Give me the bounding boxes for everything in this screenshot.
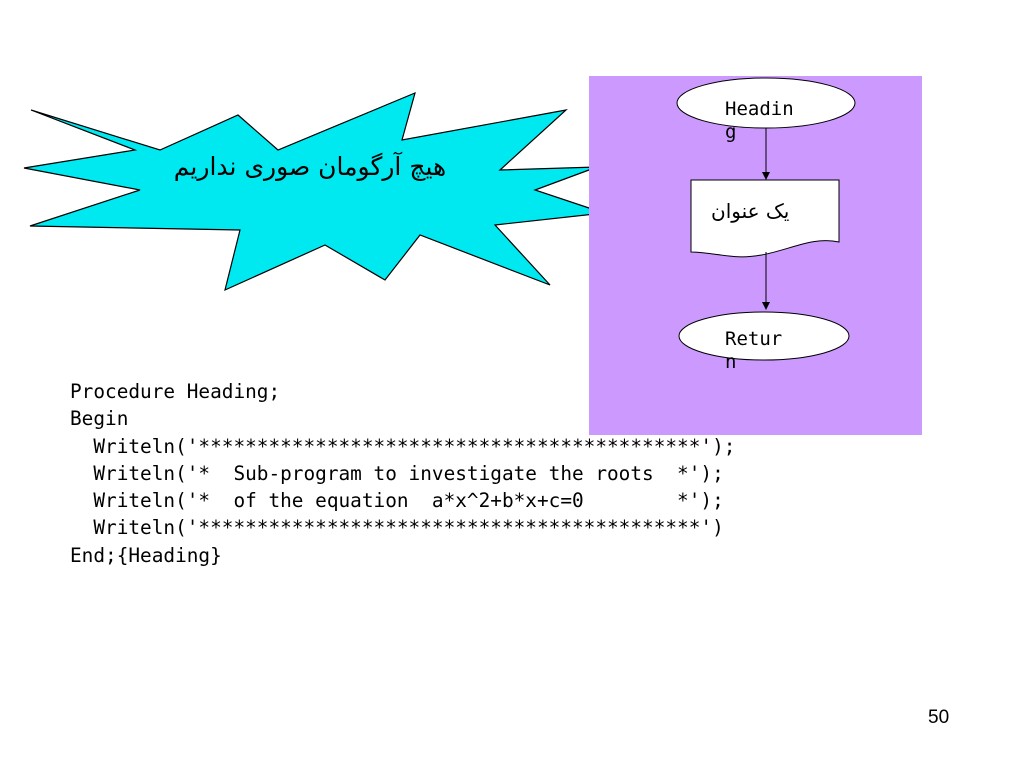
code-line: Begin — [70, 407, 129, 431]
code-block: Procedure Heading; Begin Writeln('*******… — [70, 378, 735, 569]
flowchart-panel — [589, 76, 922, 435]
flow-arrowhead-1 — [762, 172, 770, 180]
end-terminator — [678, 311, 850, 361]
code-line: Writeln('* Sub-program to investigate th… — [70, 461, 724, 485]
code-line: Writeln('*******************************… — [70, 516, 724, 540]
callout-burst-shape — [23, 91, 605, 292]
start-label: Headin g — [725, 98, 794, 144]
page-number: 50 — [928, 707, 950, 728]
start-label-line1: Headin — [725, 98, 794, 120]
start-label-line2: g — [725, 121, 737, 143]
code-line: Writeln('*******************************… — [70, 434, 736, 458]
end-label-line2: n — [725, 351, 737, 373]
code-line: End;{Heading} — [70, 543, 222, 567]
code-line: Writeln('* of the equation a*x^2+b*x+c=0… — [70, 489, 724, 513]
flow-arrowhead-2 — [762, 302, 770, 310]
document-label: یک عنوان — [711, 199, 790, 223]
end-label: Retur n — [725, 328, 782, 374]
code-line: Procedure Heading; — [70, 380, 281, 403]
callout-text: هیچ آرگومان صوری نداریم — [173, 152, 447, 181]
end-label-line1: Retur — [725, 328, 783, 350]
document-shape — [690, 179, 840, 258]
